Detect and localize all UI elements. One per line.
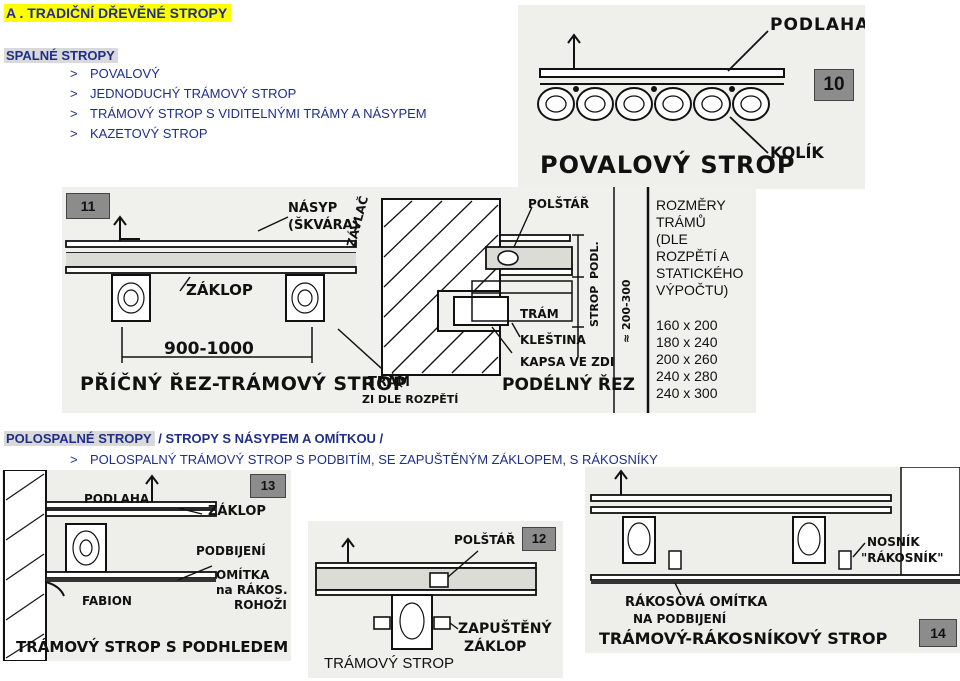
figure-tramovy-strop-zapusteny: POLŠTÁŘ ZAPUŠTĚNÝ ZÁKLOP TRÁMOVÝ STROP 1… xyxy=(308,521,563,678)
label-strop: STROP xyxy=(588,285,601,327)
figure-tramovy-strop-s-podhledem: PODLAHA ZÁKLOP PODBIJENÍ OMÍTKA na RÁKOS… xyxy=(2,470,291,661)
list-item: 240 x 280 xyxy=(656,368,718,384)
list-item: 200 x 260 xyxy=(656,351,718,367)
label-podlaha: PODLAHA xyxy=(84,492,150,506)
figure-number-badge: 10 xyxy=(814,69,854,101)
section-heading-polospalne: POLOSPALNÉ STROPY / STROPY S NÁSYPEM A O… xyxy=(4,431,384,446)
label-podbijeni: PODBIJENÍ xyxy=(196,544,266,558)
label-vyska: ≈ 200-300 xyxy=(620,279,633,343)
label-zaklop: ZÁKLOP xyxy=(208,504,266,519)
label-polstar: POLŠTÁŘ xyxy=(454,533,516,547)
figure-povalovy-strop: PODLAHA KOLÍK POVALOVÝ STROP 10 xyxy=(518,5,865,189)
label-klestina: KLEŠTINA xyxy=(520,333,586,347)
figure-number-badge: 14 xyxy=(919,619,957,647)
list-item: >JEDNODUCHÝ TRÁMOVÝ STROP xyxy=(70,86,297,101)
label-nosnik: NOSNÍK xyxy=(867,535,920,549)
label-kapsa-ve-zdi: KAPSA VE ZDI xyxy=(520,355,615,369)
caption-podelny-rez: PODÉLNÝ ŘEZ xyxy=(502,375,635,395)
list-item: 180 x 240 xyxy=(656,334,718,350)
dims-title: ROZMĚRY TRÁMŮ (DLE ROZPĚTÍ A STATICKÉHO … xyxy=(656,197,744,298)
figure-number-badge: 11 xyxy=(66,193,110,219)
tramovy-strop-rezy-drawing xyxy=(62,187,756,413)
dims-list: 160 x 200 180 x 240 200 x 260 240 x 280 … xyxy=(656,317,718,402)
label-kolik: KOLÍK xyxy=(770,143,824,162)
figure-number-badge: 12 xyxy=(522,527,556,551)
label-podlaha: PODLAHA xyxy=(770,15,865,35)
label-fabion: FABION xyxy=(82,594,132,608)
label-nasyp: NÁSYP xyxy=(288,201,338,216)
label-tram: TRÁM xyxy=(520,307,559,321)
label-polstar: POLŠTÁŘ xyxy=(528,197,590,211)
list-item: 160 x 200 xyxy=(656,317,718,333)
label-rakosova-omitka: RÁKOSOVÁ OMÍTKA xyxy=(625,595,768,610)
label-skvara: (ŠKVÁRA) xyxy=(288,218,359,233)
label-tram-dle-rozpeti-2: ZI DLE ROZPĚTÍ xyxy=(362,393,459,406)
label-podl: PODL. xyxy=(588,241,601,279)
povalovy-strop-drawing xyxy=(518,5,865,189)
caption-s-podhledem: TRÁMOVÝ STROP S PODHLEDEM xyxy=(16,638,289,656)
figure-rakosnikovy-strop: NOSNÍK "RÁKOSNÍK" RÁKOSOVÁ OMÍTKA NA POD… xyxy=(585,467,960,653)
label-omitka-3: ROHOŽI xyxy=(234,598,287,612)
label-rozpon: 900-1000 xyxy=(164,339,254,359)
rakosnikovy-strop-drawing xyxy=(585,467,960,653)
list-item: >POVALOVÝ xyxy=(70,66,160,81)
zapusteny-zaklop-drawing xyxy=(308,521,563,678)
list-item: >KAZETOVÝ STROP xyxy=(70,126,208,141)
label-zaklop: ZÁKLOP xyxy=(186,281,253,299)
figure-tramovy-strop-rezy: 11 NÁSYP (ŠKVÁRA) ZÁKLOP 900-1000 PŘÍČNÝ… xyxy=(62,187,756,413)
list-item: 240 x 300 xyxy=(656,385,718,401)
figure-number-badge: 13 xyxy=(250,474,286,498)
section-heading-spalne: SPALNÉ STROPY xyxy=(4,48,118,64)
podhled-drawing xyxy=(2,470,291,661)
list-item: >TRÁMOVÝ STROP S VIDITELNÝMI TRÁMY A NÁS… xyxy=(70,106,427,121)
caption-tramovy-strop: TRÁMOVÝ STROP xyxy=(324,655,455,672)
label-zapusteny: ZAPUŠTĚNÝ xyxy=(458,621,552,637)
caption-povalovy-strop: POVALOVÝ STROP xyxy=(540,151,796,179)
label-zaklop: ZÁKLOP xyxy=(464,639,527,655)
list-item: >POLOSPALNÝ TRÁMOVÝ STROP S PODBITÍM, SE… xyxy=(70,452,658,467)
label-tram-dle-rozpeti: TRÁM xyxy=(368,375,410,390)
page-title: A . TRADIČNÍ DŘEVĚNÉ STROPY xyxy=(4,4,232,22)
caption-pricny-rez: PŘÍČNÝ ŘEZ-TRÁMOVÝ STROP xyxy=(80,373,408,395)
label-omitka: OMÍTKA xyxy=(216,568,270,582)
label-rakosnik: "RÁKOSNÍK" xyxy=(861,551,944,565)
caption-rakosnikovy-strop: TRÁMOVÝ-RÁKOSNÍKOVÝ STROP xyxy=(599,629,888,648)
label-na-podbijeni: NA PODBIJENÍ xyxy=(633,612,727,626)
label-omitka-2: na RÁKOS. xyxy=(216,583,288,597)
